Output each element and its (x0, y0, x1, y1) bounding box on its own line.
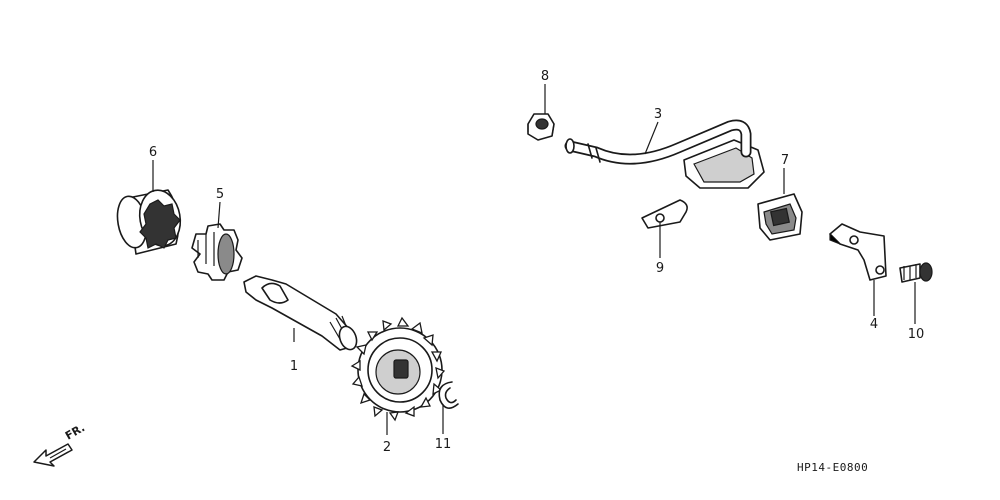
pipe-part (564, 119, 765, 189)
inner-rotor-part (191, 223, 243, 281)
shaft-part (243, 275, 358, 351)
callout-2: 2 (383, 440, 391, 455)
arrow-down-left-icon (33, 443, 73, 467)
callout-5: 5 (216, 187, 224, 202)
bolt-part (899, 262, 933, 283)
clip-part (641, 199, 688, 229)
outer-rotor-part (116, 189, 182, 255)
bracket-part (829, 223, 887, 281)
callout-labels: 1 2 3 4 5 6 7 8 9 10 11 (149, 69, 924, 455)
callout-6: 6 (149, 145, 157, 160)
callout-7: 7 (781, 153, 789, 168)
leader-lines (152, 84, 916, 435)
circlip-part (438, 381, 459, 409)
front-label: FR. (63, 421, 87, 442)
diagram-code: HP14-E0800 (797, 461, 868, 474)
callout-1: 1 (290, 359, 298, 374)
front-indicator: FR. (33, 421, 87, 467)
nut-part (527, 113, 555, 141)
callout-3: 3 (654, 107, 662, 122)
callout-4: 4 (870, 317, 878, 332)
callout-10: 10 (908, 327, 925, 342)
callout-8: 8 (541, 69, 549, 84)
grommet-part (757, 193, 803, 241)
callout-11: 11 (435, 437, 452, 452)
sprocket-part (350, 316, 446, 422)
callout-9: 9 (656, 261, 664, 276)
